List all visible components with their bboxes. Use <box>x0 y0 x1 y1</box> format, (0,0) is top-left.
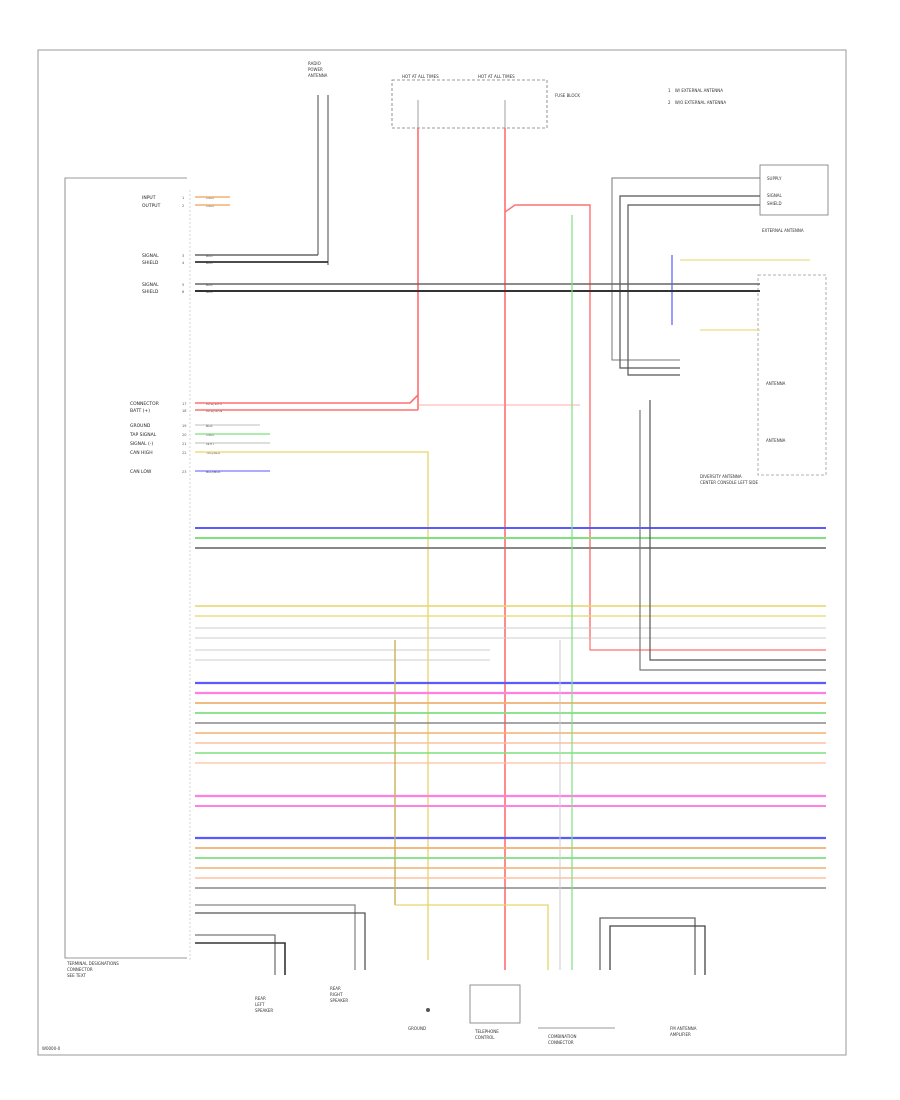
mod-antenna-1: ANTENNA <box>766 381 786 386</box>
fuse-block <box>391 79 548 129</box>
radio-antenna-l2: POWER <box>308 67 323 72</box>
wire-code-19: BLK <box>206 424 213 428</box>
label-output: OUTPUT <box>142 203 161 209</box>
pin-18: 18 <box>182 409 186 413</box>
wire-to-combination <box>395 904 549 970</box>
legend-1: 1 W/ EXTERNAL ANTENNA <box>668 88 723 93</box>
hot-all-times-2: HOT AT ALL TIMES <box>478 74 515 79</box>
label-signal-neg: SIGNAL (-) <box>130 441 153 447</box>
pin-3: 3 <box>182 254 184 258</box>
wire-code-21: WHT <box>206 442 215 446</box>
pin-20: 20 <box>182 433 186 437</box>
ext-shield: SHIELD <box>767 201 782 206</box>
bus-antenna-loop-2 <box>639 410 826 671</box>
pin-17: 17 <box>182 402 186 406</box>
bus-red-hook <box>589 640 826 651</box>
fuse-block-label: FUSE BLOCK <box>555 93 580 98</box>
rear-right-l2: RIGHT <box>330 992 343 997</box>
red-branch <box>504 204 591 640</box>
left-labels: INPUT OUTPUT SIGNAL SHIELD SIGNAL SHIELD… <box>129 195 161 475</box>
wire-code-17: RED/WHT <box>206 402 224 406</box>
side-note-l2: CONNECTOR <box>67 967 93 972</box>
wire-rear-right-2 <box>195 912 366 970</box>
bottom-components: REAR LEFT SPEAKER REAR RIGHT SPEAKER GRO… <box>255 984 697 1045</box>
label-input: INPUT <box>142 195 156 201</box>
wire-code-18: RED/GRN <box>206 409 223 413</box>
pin-5: 5 <box>182 283 184 287</box>
telephone-box <box>469 984 521 1024</box>
hot-all-times-1: HOT AT ALL TIMES <box>402 74 439 79</box>
wire-code-3: BLU <box>206 254 213 258</box>
wire-fm-2 <box>609 925 706 975</box>
wire-rear-left-1 <box>195 934 276 975</box>
wire-code-2: GRN <box>206 204 214 208</box>
label-signal-2: SIGNAL <box>142 282 159 288</box>
fm-antenna-l1: FM ANTENNA <box>670 1026 697 1031</box>
label-can-low: CAN LOW <box>130 469 152 475</box>
label-tap: TAP SIGNAL <box>129 432 157 438</box>
wire-code-20: GRN <box>206 433 214 437</box>
rear-left-l2: LEFT <box>255 1002 265 1007</box>
ext-signal-wire <box>619 195 760 369</box>
rear-left-l3: SPEAKER <box>255 1008 273 1013</box>
figure-code: W0000-0 <box>42 1046 61 1051</box>
side-note-l3: SEE TEXT <box>67 973 87 978</box>
antenna-module-l1: DIVERSITY ANTENNA <box>700 474 742 479</box>
ext-signal: SIGNAL <box>767 193 783 198</box>
wire-can-high <box>195 451 429 960</box>
wire-connector <box>195 394 419 404</box>
telephone-l1: TELEPHONE <box>474 1029 499 1034</box>
wire-code-4: BLK <box>206 261 213 265</box>
pin-1: 1 <box>182 196 184 200</box>
pin-6: 6 <box>182 290 184 294</box>
telephone-l2: CONTROL <box>475 1035 495 1040</box>
radio-antenna-l1: RADIO <box>308 61 321 66</box>
wire-fm-1 <box>599 917 696 975</box>
pin-numbers: 1 2 3 4 5 6 17 18 19 20 21 22 23 <box>182 196 186 474</box>
wire-code-23: BLU/BLK <box>206 470 221 474</box>
combination-l2: CONNECTOR <box>548 1040 574 1045</box>
external-antenna-label: EXTERNAL ANTENNA <box>762 228 804 233</box>
pin-4: 4 <box>182 261 185 265</box>
rear-right-l1: REAR <box>330 986 341 991</box>
rear-left-l1: REAR <box>255 996 266 1001</box>
ground-symbol <box>426 1008 430 1012</box>
label-connector: CONNECTOR <box>130 401 159 407</box>
label-signal-1: SIGNAL <box>142 253 159 259</box>
wire-code-22: YEL/BLU <box>206 451 221 455</box>
pin-19: 19 <box>182 424 186 428</box>
label-batt: BATT (+) <box>130 408 150 414</box>
pin-23: 23 <box>182 470 186 474</box>
wire-code-1: GRN <box>206 196 214 200</box>
pin-22: 22 <box>182 451 186 455</box>
label-can-high: CAN HIGH <box>130 450 153 456</box>
ground-label: GROUND <box>408 1026 426 1031</box>
ext-supply: SUPPLY <box>767 176 782 181</box>
bus-antenna-loop-1 <box>649 400 826 661</box>
wire-rear-right-1 <box>195 904 356 970</box>
external-antenna-box <box>759 164 829 216</box>
antenna-module-box <box>757 274 827 476</box>
wire-rear-left-2 <box>195 942 286 975</box>
legend-2: 2 W/O EXTERNAL ANTENNA <box>668 100 726 105</box>
mod-antenna-2: ANTENNA <box>766 438 786 443</box>
label-ground: GROUND <box>130 423 151 429</box>
wire-codes: GRN GRN BLU BLK BLK BLK RED/WHT RED/GRN … <box>206 196 224 474</box>
label-shield-1: SHIELD <box>142 260 159 266</box>
rear-right-l3: SPEAKER <box>330 998 348 1003</box>
radio-antenna-l3: ANTENNA <box>308 73 328 78</box>
fm-antenna-l2: AMPLIFIER <box>670 1032 691 1037</box>
side-note-l1: TERMINAL DESIGNATIONS <box>66 961 119 966</box>
diagram-frame <box>37 49 847 1056</box>
wire-code-5: BLK <box>206 283 213 287</box>
left-bracket <box>64 177 187 959</box>
pin-2: 2 <box>182 204 184 208</box>
antenna-module-l2: CENTER CONSOLE LEFT SIDE <box>700 480 758 485</box>
label-shield-2: SHIELD <box>142 289 159 295</box>
pin-21: 21 <box>182 442 186 446</box>
ext-supply-wire <box>611 177 760 361</box>
combination-l1: COMBINATION <box>548 1034 577 1039</box>
